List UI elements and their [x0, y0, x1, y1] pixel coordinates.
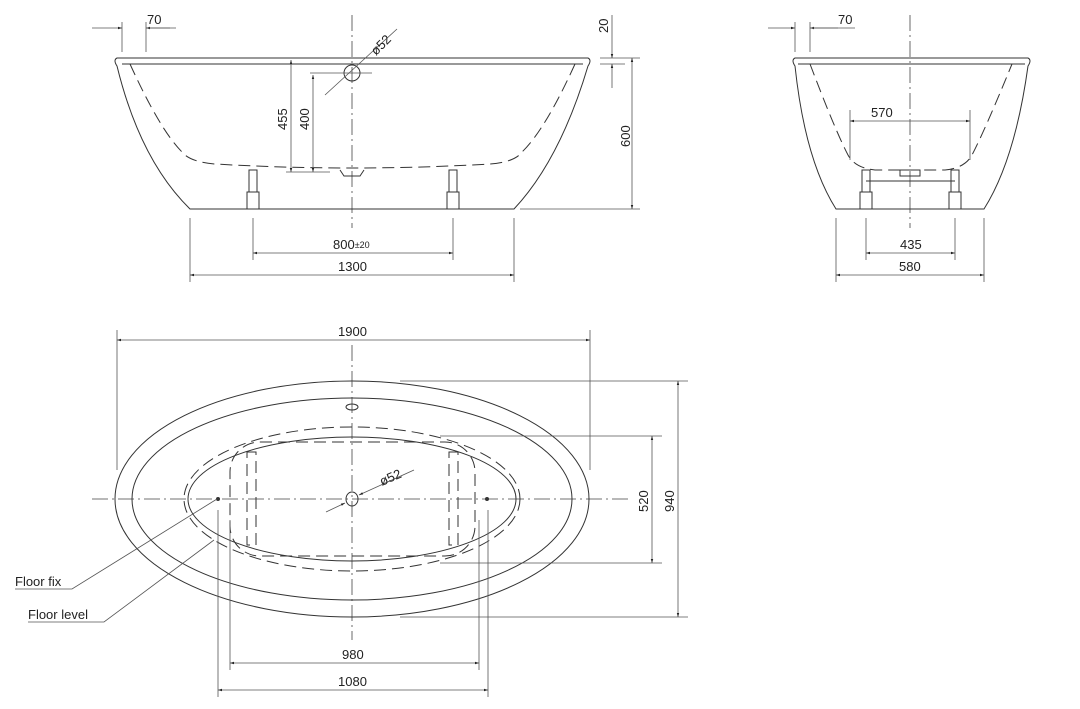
drain-icon	[899, 169, 921, 177]
foot-right	[446, 169, 460, 210]
drain-icon	[345, 491, 359, 507]
dim-drain-diameter: ø52	[377, 466, 404, 489]
dim-basin-width: 520	[636, 490, 651, 512]
dim-side-feet-spacing: 435	[900, 237, 922, 252]
dim-feet-spacing: 800±20	[333, 237, 370, 252]
frame-rail-left	[246, 451, 257, 546]
foot-left	[859, 169, 873, 210]
inner-basin-outline	[129, 63, 576, 169]
dim-inner-width: 570	[871, 105, 893, 120]
floor-fix-point-left	[216, 497, 220, 501]
label-floor-level: Floor level	[28, 607, 88, 622]
dim-side-overhang: 70	[838, 12, 852, 27]
inner-basin-outline	[809, 63, 1013, 171]
dim-width: 940	[662, 490, 677, 512]
outer-rim	[114, 380, 590, 618]
dim-rim-thickness: 20	[596, 19, 611, 33]
dim-overflow-height: 455	[275, 108, 290, 130]
top-view: ø52 1900 940 520 980 1080 Floor fix Floo…	[15, 324, 688, 697]
tub-outline	[114, 57, 591, 210]
label-floor-fix: Floor fix	[15, 574, 62, 589]
drain-icon	[339, 169, 365, 177]
dim-fix-spacing: 1080	[338, 674, 367, 689]
basin-outline	[187, 436, 517, 562]
floor-level-outline	[183, 426, 521, 572]
dim-overflow-center: 400	[297, 108, 312, 130]
dim-height: 600	[618, 125, 633, 147]
inner-rim	[131, 397, 573, 601]
frame-rail-right	[448, 451, 459, 546]
front-view: 70 ø52 455 400 20 600 800±20 1300	[92, 12, 640, 282]
dim-base-width: 580	[899, 259, 921, 274]
side-view: 70 570 435 580	[768, 12, 1031, 282]
dim-inner-length: 980	[342, 647, 364, 662]
frame-outline	[229, 441, 476, 557]
foot-right	[948, 169, 962, 210]
dim-base-length: 1300	[338, 259, 367, 274]
overflow-icon	[345, 403, 359, 411]
foot-left	[246, 169, 260, 210]
tub-side-outline	[792, 57, 1031, 210]
dim-length: 1900	[338, 324, 367, 339]
floor-fix-point-right	[485, 497, 489, 501]
dim-overhang: 70	[147, 12, 161, 27]
